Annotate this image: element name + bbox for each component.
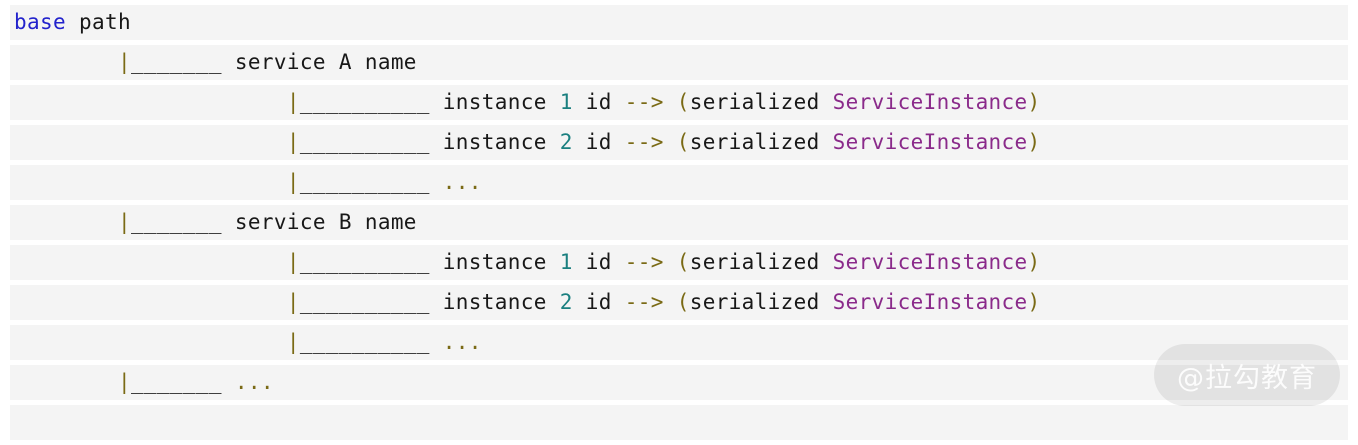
code-token-tree_pipe: | — [286, 130, 300, 154]
code-token-operator: ) — [1027, 130, 1041, 154]
code-token-tree_pipe: | — [286, 290, 300, 314]
code-token-tree_pipe: | — [117, 50, 131, 74]
code-token-operator: --> — [624, 130, 664, 154]
code-line: |__________ ... — [10, 325, 1348, 360]
code-line-list: base path |_______ service A name |_____… — [0, 5, 1358, 445]
code-token-plain: _______ service B name — [130, 210, 417, 234]
code-indent — [14, 330, 287, 354]
code-token-plain — [664, 90, 677, 114]
code-token-number: 2 — [559, 130, 573, 154]
code-token-number: 1 — [559, 250, 573, 274]
code-line: |_______ ... — [10, 365, 1348, 400]
code-line: |__________ instance 2 id --> (serialize… — [10, 285, 1348, 320]
code-indent — [14, 210, 118, 234]
code-line: |__________ instance 1 id --> (serialize… — [10, 85, 1348, 120]
code-line: |__________ ... — [10, 165, 1348, 200]
code-token-type: ServiceInstance — [832, 90, 1028, 114]
code-token-plain: __________ — [299, 330, 443, 354]
code-token-operator: ( — [676, 250, 690, 274]
code-token-tree_pipe: | — [286, 330, 300, 354]
code-indent — [14, 130, 287, 154]
code-token-keyword: base — [14, 10, 66, 34]
code-token-plain: serialized — [689, 250, 833, 274]
code-token-plain: _______ service A name — [130, 50, 417, 74]
code-token-plain: __________ instance — [299, 250, 560, 274]
code-token-plain: id — [572, 90, 625, 114]
code-token-tree_pipe: | — [117, 210, 131, 234]
code-token-operator: ) — [1027, 250, 1041, 274]
code-token-type: ServiceInstance — [832, 290, 1028, 314]
code-token-tree_pipe: | — [117, 370, 131, 394]
code-token-number: 1 — [559, 90, 573, 114]
code-token-operator: ( — [676, 290, 690, 314]
code-line: |__________ instance 2 id --> (serialize… — [10, 125, 1348, 160]
code-token-operator: --> — [624, 290, 664, 314]
code-token-plain: path — [65, 10, 131, 34]
code-token-plain: _______ — [130, 370, 235, 394]
code-token-plain — [664, 290, 677, 314]
code-line: |_______ service A name — [10, 45, 1348, 80]
code-token-plain: __________ — [299, 170, 443, 194]
code-token-plain — [664, 130, 677, 154]
code-line: |_______ service B name — [10, 205, 1348, 240]
code-indent — [14, 290, 287, 314]
code-indent — [14, 370, 118, 394]
code-token-type: ServiceInstance — [832, 250, 1028, 274]
code-token-operator: ( — [676, 90, 690, 114]
code-block: base path |_______ service A name |_____… — [10, 5, 1348, 440]
code-indent — [14, 90, 287, 114]
code-token-plain: id — [572, 130, 625, 154]
code-token-operator: --> — [624, 90, 664, 114]
code-token-tree_pipe: | — [286, 170, 300, 194]
code-token-type: ServiceInstance — [832, 130, 1028, 154]
code-line: |__________ instance 1 id --> (serialize… — [10, 245, 1348, 280]
code-token-plain: __________ instance — [299, 130, 560, 154]
code-token-operator: ) — [1027, 90, 1041, 114]
code-token-plain: __________ instance — [299, 90, 560, 114]
code-token-plain — [664, 250, 677, 274]
code-token-tree_pipe: | — [286, 250, 300, 274]
code-token-plain: serialized — [689, 290, 833, 314]
code-line: base path — [10, 5, 1348, 40]
code-token-plain: serialized — [689, 130, 833, 154]
code-token-operator: --> — [624, 250, 664, 274]
code-token-operator: ... — [442, 330, 482, 354]
code-token-operator: ... — [442, 170, 482, 194]
code-token-plain: id — [572, 250, 625, 274]
code-indent — [14, 170, 287, 194]
code-token-plain: __________ instance — [299, 290, 560, 314]
code-indent — [14, 250, 287, 274]
code-token-plain: id — [572, 290, 625, 314]
code-token-tree_pipe: | — [286, 90, 300, 114]
code-line — [10, 405, 1348, 440]
code-token-plain: serialized — [689, 90, 833, 114]
code-token-operator: ) — [1027, 290, 1041, 314]
code-token-operator: ... — [234, 370, 274, 394]
code-token-operator: ( — [676, 130, 690, 154]
code-token-number: 2 — [559, 290, 573, 314]
code-indent — [14, 50, 118, 74]
